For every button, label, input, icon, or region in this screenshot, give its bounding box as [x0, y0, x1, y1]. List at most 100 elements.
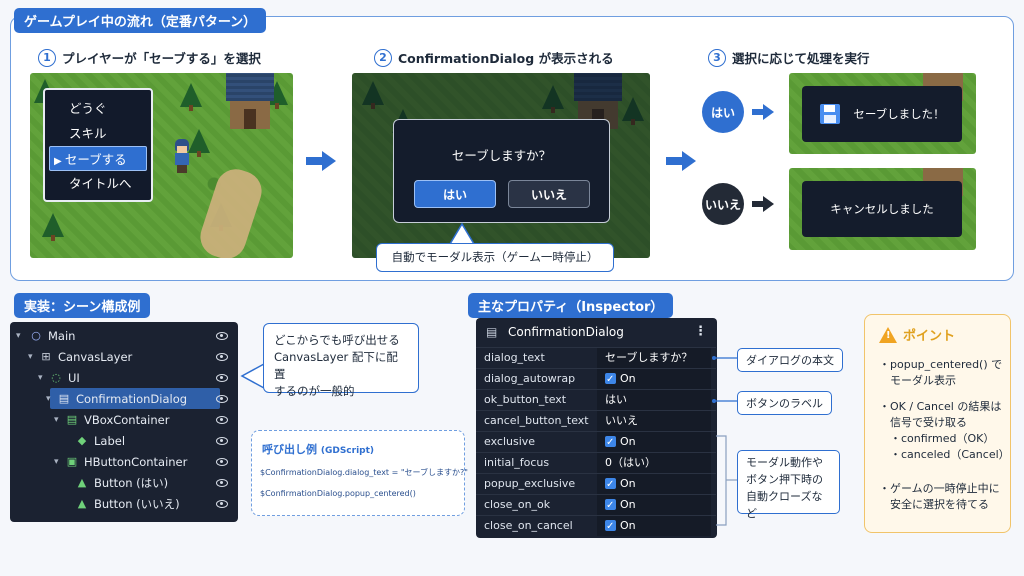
arrow-right-icon: [306, 151, 336, 171]
dialog-text: セーブしますか？: [451, 148, 552, 163]
step3-number: 3: [708, 48, 726, 67]
property-value-text: セーブしますか？: [605, 351, 693, 364]
inspector-row-popup-exclusive[interactable]: popup_exclusiveOn: [476, 473, 716, 495]
tree-sprite: [42, 213, 64, 241]
visibility-eye-icon[interactable]: [216, 478, 228, 487]
inspector-row-close-on-cancel[interactable]: close_on_cancelOn: [476, 515, 716, 537]
property-checkbox[interactable]: On: [597, 432, 711, 453]
tips-title: ! ポイント: [879, 325, 955, 344]
no-circle: いいえ: [702, 183, 744, 225]
step1-number: 1: [38, 48, 56, 67]
visibility-eye-icon[interactable]: [216, 394, 228, 403]
visibility-eye-icon[interactable]: [216, 352, 228, 361]
visibility-eye-icon[interactable]: [216, 457, 228, 466]
node-label: Label: [94, 433, 126, 448]
save-result-box: セーブしました！: [802, 86, 962, 142]
hero-sprite: [172, 139, 192, 173]
visibility-eye-icon[interactable]: [216, 373, 228, 382]
dirt-path: [195, 164, 267, 258]
visibility-eye-icon[interactable]: [216, 415, 228, 424]
cancel-result-box: キャンセルしました: [802, 181, 962, 237]
property-value-field[interactable]: いいえ: [597, 411, 711, 431]
code-example-title: 呼び出し例 (GDScript): [262, 441, 374, 457]
menu-item-save[interactable]: セーブする: [49, 146, 147, 171]
visibility-eye-icon[interactable]: [216, 499, 228, 508]
more-options-icon[interactable]: ⋮: [694, 324, 707, 339]
inspector-row-close-on-ok[interactable]: close_on_okOn: [476, 494, 716, 516]
property-value-text: いいえ: [605, 414, 638, 427]
property-connectors: [712, 356, 738, 526]
inspector-section-tag: 主なプロパティ（Inspector）: [468, 293, 674, 318]
canvaslayer-note: どこからでも呼び出せる CanvasLayer 配下に配置 するのが一般的: [263, 323, 419, 398]
node-label: Main: [48, 328, 76, 343]
callout-pointer: [449, 222, 475, 244]
step1-title: 1 プレイヤーが「セーブする」を選択: [38, 48, 261, 67]
save-result-text: セーブしました！: [853, 107, 945, 121]
confirmation-dialog: セーブしますか？ はい いいえ: [393, 119, 610, 223]
inspector-row-exclusive[interactable]: exclusive On: [476, 431, 716, 453]
inspector-header: ▤ ConfirmationDialog ⋮: [476, 318, 717, 346]
menu-item-skills[interactable]: スキル: [69, 126, 107, 141]
note-pointer: [240, 363, 265, 389]
checkbox-checked-icon[interactable]: [605, 370, 616, 390]
checkbox-checked-icon[interactable]: [605, 517, 616, 537]
visibility-eye-icon[interactable]: [216, 436, 228, 445]
tree-node-confirmationdialog[interactable]: ▾ ▤ ConfirmationDialog: [10, 388, 236, 409]
label-button-text: ボタンのラベル: [737, 391, 832, 415]
code-example-box: 呼び出し例 (GDScript) $ConfirmationDialog.dia…: [251, 430, 468, 516]
dialog-yes-button[interactable]: はい: [414, 180, 496, 208]
inspector-row-cancel-button-text[interactable]: cancel_button_text いいえ: [476, 410, 716, 431]
code-lang: (GDScript): [320, 446, 375, 456]
tree-node-vbox[interactable]: ▾ ▤ VBoxContainer: [10, 409, 236, 430]
vbox-icon: ▤: [66, 412, 78, 426]
visibility-eye-icon[interactable]: [216, 331, 228, 340]
inspector-row-dialog-autowrap[interactable]: dialog_autowrapOn: [476, 368, 716, 390]
tree-node-canvaslayer[interactable]: ▾ ⊞ CanvasLayer: [10, 346, 236, 367]
property-value-text: 0（はい）: [605, 456, 656, 469]
checkbox-checked-icon[interactable]: [605, 475, 616, 495]
window-icon: ▤: [486, 325, 498, 339]
menu-item-title[interactable]: タイトルへ: [69, 176, 132, 191]
arrow-right-icon: [666, 151, 696, 171]
tree-node-hbox[interactable]: ▾ ▣ HButtonContainer: [10, 451, 236, 472]
menu-item-items[interactable]: どうぐ: [69, 101, 107, 116]
property-checkbox[interactable]: On: [597, 369, 711, 390]
hbox-icon: ▣: [66, 454, 78, 468]
property-value-text: On: [620, 519, 636, 532]
code-title: 呼び出し例: [262, 443, 317, 456]
node-label: Button (はい): [94, 475, 169, 490]
property-value-field[interactable]: 0（はい）: [597, 453, 711, 473]
inspector-row-ok-button-text[interactable]: ok_button_text はい: [476, 389, 716, 410]
node-label: UI: [68, 370, 80, 385]
warning-icon: !: [879, 326, 897, 343]
checkbox-checked-icon[interactable]: [605, 433, 616, 453]
flow-section-tag: ゲームプレイ中の流れ（定番パターン）: [14, 8, 267, 33]
circle-node-icon: ○: [31, 328, 41, 342]
property-value-field[interactable]: セーブしますか？: [597, 348, 711, 368]
checkbox-checked-icon[interactable]: [605, 496, 616, 516]
tree-node-main[interactable]: ▾ ○ Main: [10, 325, 236, 346]
tree-node-ui[interactable]: ▾ ◌ UI: [10, 367, 236, 388]
property-value-field[interactable]: はい: [597, 390, 711, 410]
arrow-right-icon: [752, 196, 774, 212]
node-label: Button (いいえ): [94, 496, 180, 511]
property-name: ok_button_text: [484, 393, 567, 406]
tree-node-button-yes[interactable]: ▲ Button (はい): [10, 472, 236, 493]
step3-title-text: 選択に応じて処理を実行: [732, 51, 870, 66]
property-checkbox[interactable]: On: [597, 516, 711, 537]
property-name: cancel_button_text: [484, 414, 589, 427]
dialog-no-button[interactable]: いいえ: [508, 180, 590, 208]
tip-item: ・popup_centered() で モーダル表示: [879, 358, 1003, 387]
tree-node-button-no[interactable]: ▲ Button (いいえ): [10, 493, 236, 514]
property-checkbox[interactable]: On: [597, 495, 711, 516]
code-line-2: $ConfirmationDialog.popup_centered(): [260, 489, 416, 498]
property-name: exclusive: [484, 435, 536, 448]
tree-node-label[interactable]: ◆ Label: [10, 430, 236, 451]
step3-title: 3 選択に応じて処理を実行: [708, 48, 870, 67]
tip-item: ・ゲームの一時停止中に 安全に選択を待てる: [879, 482, 1000, 511]
tip-item: ・OK / Cancel の結果は 信号で受け取る ・confirmed（OK）…: [879, 400, 1010, 461]
property-checkbox[interactable]: On: [597, 474, 711, 495]
label-icon: ◆: [77, 433, 87, 447]
